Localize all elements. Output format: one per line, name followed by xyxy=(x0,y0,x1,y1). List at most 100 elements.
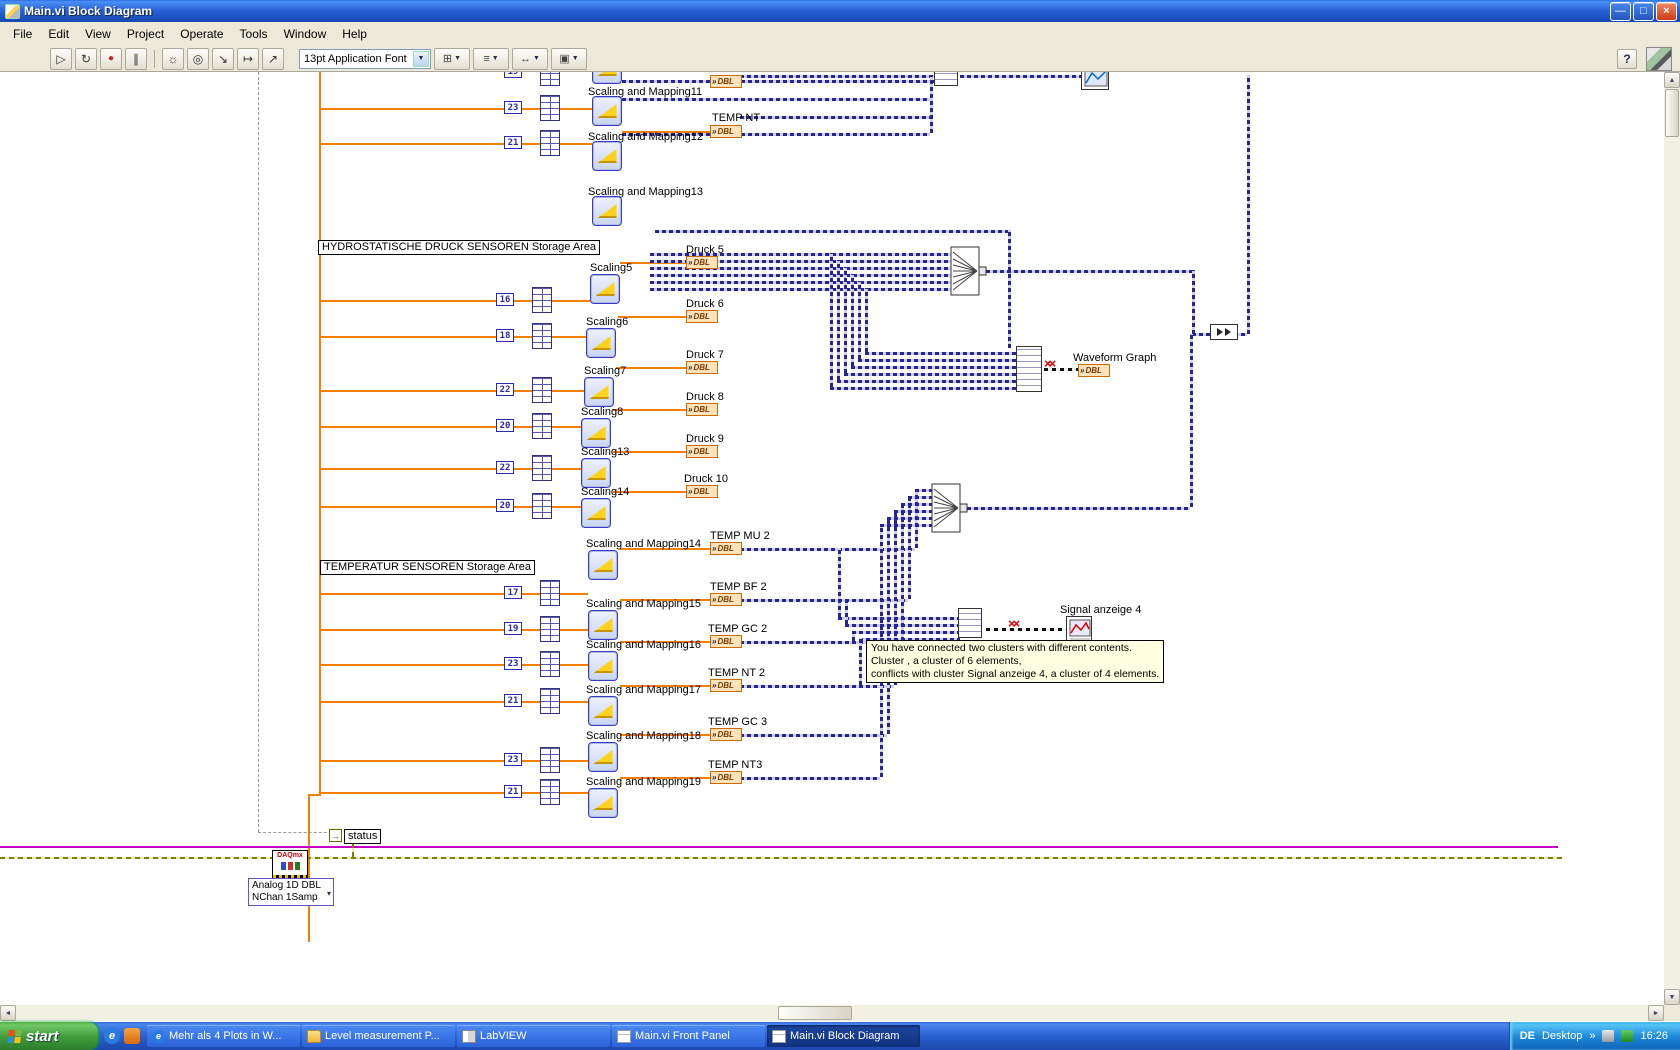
numeric-constant[interactable]: 21 xyxy=(504,694,522,707)
dbl-terminal[interactable]: »DBL xyxy=(686,310,718,323)
bundle-node[interactable] xyxy=(934,72,958,86)
numeric-constant[interactable]: 17 xyxy=(504,586,522,599)
numeric-constant[interactable]: 18 xyxy=(496,329,514,342)
numeric-constant[interactable]: 20 xyxy=(496,419,514,432)
step-into-button[interactable]: ↘ xyxy=(212,48,234,70)
close-button[interactable]: × xyxy=(1656,2,1677,21)
step-over-button[interactable]: ↦ xyxy=(237,48,259,70)
scaling-mapping-node[interactable] xyxy=(592,196,622,226)
dbl-terminal[interactable]: »DBL xyxy=(710,635,742,648)
abort-button[interactable]: ● xyxy=(100,48,122,70)
merge-signals-node[interactable] xyxy=(931,483,969,533)
horizontal-scroll-thumb[interactable] xyxy=(778,1006,852,1020)
index-array-node[interactable] xyxy=(532,455,552,481)
index-array-node[interactable] xyxy=(540,616,560,642)
relay-node[interactable] xyxy=(1210,324,1238,340)
numeric-constant[interactable]: 20 xyxy=(496,499,514,512)
menu-operate[interactable]: Operate xyxy=(173,25,230,43)
resize-objects-button[interactable]: ↔ ▼ xyxy=(512,48,548,70)
numeric-constant[interactable]: 23 xyxy=(504,657,522,670)
menu-edit[interactable]: Edit xyxy=(41,25,76,43)
dbl-terminal[interactable]: »DBL xyxy=(686,361,718,374)
scaling-mapping-node[interactable] xyxy=(581,498,611,528)
scaling-mapping-node[interactable] xyxy=(586,328,616,358)
taskbar-item-block-diagram[interactable]: Main.vi Block Diagram xyxy=(767,1025,920,1047)
tray-chevron[interactable]: » xyxy=(1589,1030,1595,1042)
bundle-node[interactable] xyxy=(958,608,982,638)
build-waveform-node[interactable] xyxy=(1016,346,1042,392)
scaling-mapping-node[interactable] xyxy=(592,96,622,126)
index-array-node[interactable] xyxy=(540,95,560,121)
tray-icon[interactable] xyxy=(1621,1030,1633,1042)
reorder-objects-button[interactable]: ▣ ▼ xyxy=(551,48,587,70)
index-array-node[interactable] xyxy=(540,688,560,714)
scroll-up-button[interactable]: ▲ xyxy=(1664,72,1680,88)
numeric-constant[interactable]: 16 xyxy=(496,293,514,306)
vertical-scroll-thumb[interactable] xyxy=(1665,89,1679,137)
font-dropdown-arrow-icon[interactable]: ▼ xyxy=(413,51,429,67)
taskbar-item-folder[interactable]: Level measurement P... xyxy=(302,1025,455,1047)
broken-wire-x-icon[interactable]: ×× xyxy=(1008,616,1017,631)
scaling-mapping-node[interactable] xyxy=(590,274,620,304)
dbl-terminal[interactable]: »DBL xyxy=(710,728,742,741)
scaling-mapping-node[interactable] xyxy=(588,550,618,580)
status-indicator[interactable]: status xyxy=(344,829,381,844)
dbl-terminal[interactable]: »DBL xyxy=(710,771,742,784)
retain-wire-values-button[interactable]: ◎ xyxy=(187,48,209,70)
dbl-terminal[interactable]: »DBL xyxy=(686,485,718,498)
scroll-right-button[interactable]: ► xyxy=(1648,1005,1664,1021)
dbl-terminal[interactable]: »DBL xyxy=(710,75,742,88)
font-selector[interactable]: 13pt Application Font ▼ xyxy=(299,49,431,69)
index-array-node[interactable] xyxy=(532,377,552,403)
dbl-terminal[interactable]: »DBL xyxy=(710,542,742,555)
maximize-button[interactable]: □ xyxy=(1633,2,1654,21)
menu-help[interactable]: Help xyxy=(335,25,374,43)
numeric-constant[interactable]: 22 xyxy=(496,383,514,396)
scaling-mapping-node[interactable] xyxy=(592,72,622,84)
window-titlebar[interactable]: Main.vi Block Diagram — □ × xyxy=(0,0,1680,22)
numeric-constant[interactable]: 22 xyxy=(496,461,514,474)
scroll-down-button[interactable]: ▼ xyxy=(1664,989,1680,1005)
index-array-node[interactable] xyxy=(540,779,560,805)
vertical-scrollbar[interactable]: ▲ ▼ xyxy=(1664,72,1680,1005)
signal-anzeige-icon[interactable] xyxy=(1066,616,1092,642)
step-out-button[interactable]: ↗ xyxy=(262,48,284,70)
run-button[interactable]: ▷ xyxy=(50,48,72,70)
dbl-terminal[interactable]: »DBL xyxy=(686,403,718,416)
menu-view[interactable]: View xyxy=(78,25,118,43)
daqmx-instance-selector[interactable]: Analog 1D DBL NChan 1Samp ▾ xyxy=(248,878,334,906)
scaling-mapping-node[interactable] xyxy=(584,377,614,407)
menu-window[interactable]: Window xyxy=(277,25,334,43)
dbl-terminal[interactable]: »DBL xyxy=(686,256,718,269)
start-button[interactable]: start xyxy=(0,1022,98,1050)
index-array-node[interactable] xyxy=(540,72,560,86)
scaling-mapping-node[interactable] xyxy=(588,651,618,681)
align-objects-button[interactable]: ⊞ ▼ xyxy=(434,48,470,70)
language-indicator[interactable]: DE xyxy=(1520,1030,1535,1042)
taskbar-item-browser[interactable]: e Mehr als 4 Plots in W... xyxy=(147,1025,300,1047)
highlight-execution-button[interactable]: ☼ xyxy=(162,48,184,70)
merge-signals-node[interactable] xyxy=(950,246,988,296)
quick-launch-browser-icon[interactable]: e xyxy=(104,1028,120,1044)
waveform-graph-terminal[interactable]: »DBL xyxy=(1078,364,1110,377)
dbl-terminal[interactable]: »DBL xyxy=(710,679,742,692)
scaling-mapping-node[interactable] xyxy=(592,141,622,171)
index-array-node[interactable] xyxy=(532,493,552,519)
run-continuous-button[interactable]: ↻ xyxy=(75,48,97,70)
scaling-mapping-node[interactable] xyxy=(588,788,618,818)
numeric-constant[interactable]: 23 xyxy=(504,753,522,766)
waveform-chart-icon[interactable] xyxy=(1081,72,1109,90)
index-array-node[interactable] xyxy=(532,287,552,313)
scaling-mapping-node[interactable] xyxy=(581,458,611,488)
block-diagram-canvas[interactable]: 19 23 21 16 18 22 20 22 20 17 19 23 21 2… xyxy=(0,72,1664,1005)
index-array-node[interactable] xyxy=(532,413,552,439)
desktop-toolbar-label[interactable]: Desktop xyxy=(1542,1030,1582,1042)
context-help-button[interactable]: ? xyxy=(1617,49,1637,69)
distribute-objects-button[interactable]: ≡ ▼ xyxy=(473,48,509,70)
index-array-node[interactable] xyxy=(540,651,560,677)
horizontal-scrollbar[interactable]: ◄ ► xyxy=(0,1005,1664,1021)
minimize-button[interactable]: — xyxy=(1610,2,1631,21)
selector-dropdown-icon[interactable]: ▾ xyxy=(327,888,331,900)
tray-icon[interactable] xyxy=(1602,1030,1614,1042)
menu-tools[interactable]: Tools xyxy=(233,25,275,43)
